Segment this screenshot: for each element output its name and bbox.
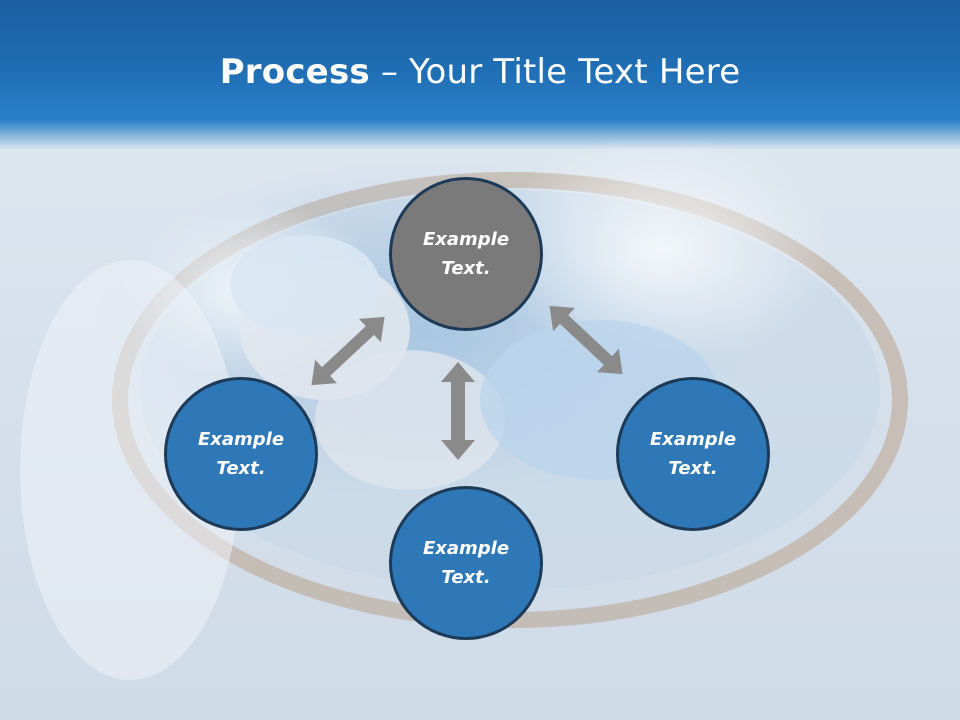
process-node-right[interactable]: Example Text. (616, 377, 770, 531)
node-left-label: Example Text. (181, 425, 301, 483)
node-left-line2: Text. (216, 458, 266, 479)
double-arrow-top-right (549, 305, 623, 375)
process-node-top[interactable]: Example Text. (389, 177, 543, 331)
process-node-bottom[interactable]: Example Text. (389, 486, 543, 640)
node-left-line1: Example (197, 429, 285, 450)
title-bar: Process – Your Title Text Here (0, 0, 960, 150)
node-top-label: Example Text. (406, 225, 526, 283)
arrow-group (311, 305, 623, 460)
node-bottom-label: Example Text. (406, 534, 526, 592)
node-top-line2: Text. (441, 258, 491, 279)
node-right-line2: Text. (668, 458, 718, 479)
title-rest: – Your Title Text Here (369, 52, 741, 92)
node-bottom-line2: Text. (441, 567, 491, 588)
node-top-line1: Example (422, 229, 510, 250)
double-arrow-top-left (311, 316, 385, 386)
double-arrow-vertical (441, 362, 475, 460)
slide-title: Process – Your Title Text Here (0, 52, 960, 92)
title-strong: Process (219, 52, 370, 92)
node-right-label: Example Text. (633, 425, 753, 483)
node-bottom-line1: Example (422, 538, 510, 559)
node-right-line1: Example (649, 429, 737, 450)
process-node-left[interactable]: Example Text. (164, 377, 318, 531)
